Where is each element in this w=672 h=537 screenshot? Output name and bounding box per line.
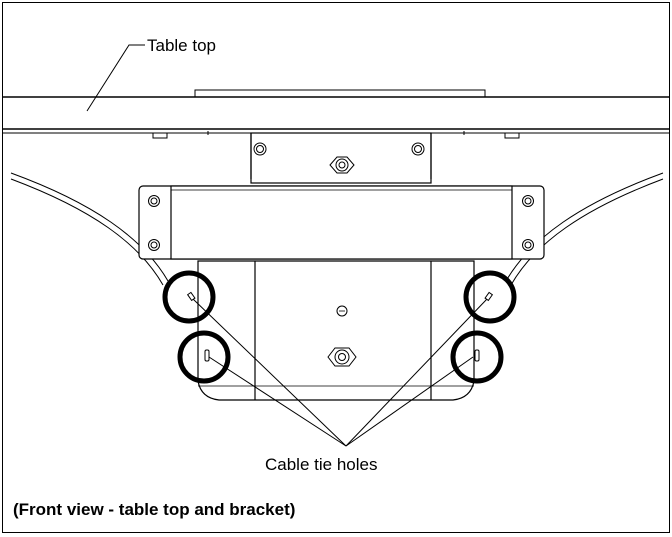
table-top-label: Table top (147, 36, 216, 55)
cable-tie-holes-label: Cable tie holes (265, 455, 377, 474)
crossbar-bolts (148, 195, 534, 251)
ring-upper-left (162, 270, 216, 324)
cable-tie-leaders (192, 298, 488, 447)
ring-lower-right (450, 330, 504, 384)
upper-nuts (253, 142, 425, 174)
crossbar (138, 185, 545, 260)
center-fasteners (327, 305, 357, 367)
upper-plate (250, 132, 432, 184)
highlight-rings (162, 270, 517, 384)
figure-caption: (Front view - table top and bracket) (13, 500, 296, 519)
ring-upper-right (463, 270, 517, 324)
bracket-drawing: Table top Cable tie holes (3, 36, 669, 474)
ring-lower-left (177, 330, 231, 384)
support-arms (10, 172, 664, 286)
lower-bracket (197, 260, 475, 401)
table-top (3, 89, 669, 139)
table-top-leader (86, 44, 145, 112)
